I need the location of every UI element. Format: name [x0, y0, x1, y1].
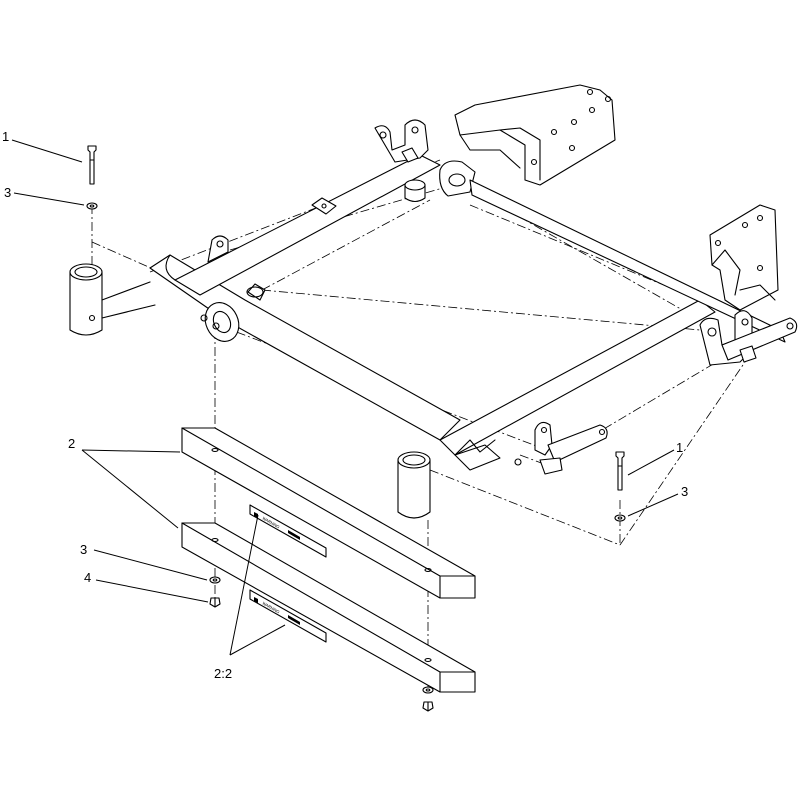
- callout-1-right: 1: [676, 440, 683, 455]
- bolt-top-left: [87, 145, 97, 185]
- callout-3-right: 3: [681, 484, 688, 499]
- main-frame: [149, 154, 716, 471]
- rear-bracket-assembly: [374, 84, 798, 366]
- callout-4: 4: [84, 570, 91, 585]
- callout-3-lower: 3: [80, 542, 87, 557]
- callout-labels: 1 3 1 3 2 3 4 2:2: [2, 129, 688, 681]
- callout-2: 2: [68, 436, 75, 451]
- callout-1-top-left: 1: [2, 129, 9, 144]
- nut-bottom-right: [422, 701, 434, 712]
- weight-bar-lower: [181, 522, 476, 693]
- callout-2-2: 2:2: [214, 666, 232, 681]
- nut-lower-left: [209, 597, 221, 608]
- square-plate: [311, 197, 337, 215]
- washer-lower: [209, 576, 221, 584]
- bolt-right: [615, 451, 625, 491]
- weight-bar-upper: [181, 427, 476, 599]
- callout-3-top-left: 3: [4, 185, 11, 200]
- right-mount-tube: [397, 451, 431, 519]
- washer-top-left: [86, 202, 98, 210]
- front-right-bracket: [454, 421, 608, 475]
- washer-right: [614, 514, 626, 522]
- decal-lower: WARNING: [249, 589, 327, 643]
- washer-bottom-right: [422, 686, 434, 694]
- left-mount-tube: [69, 263, 156, 336]
- leader-lines: [11, 139, 679, 656]
